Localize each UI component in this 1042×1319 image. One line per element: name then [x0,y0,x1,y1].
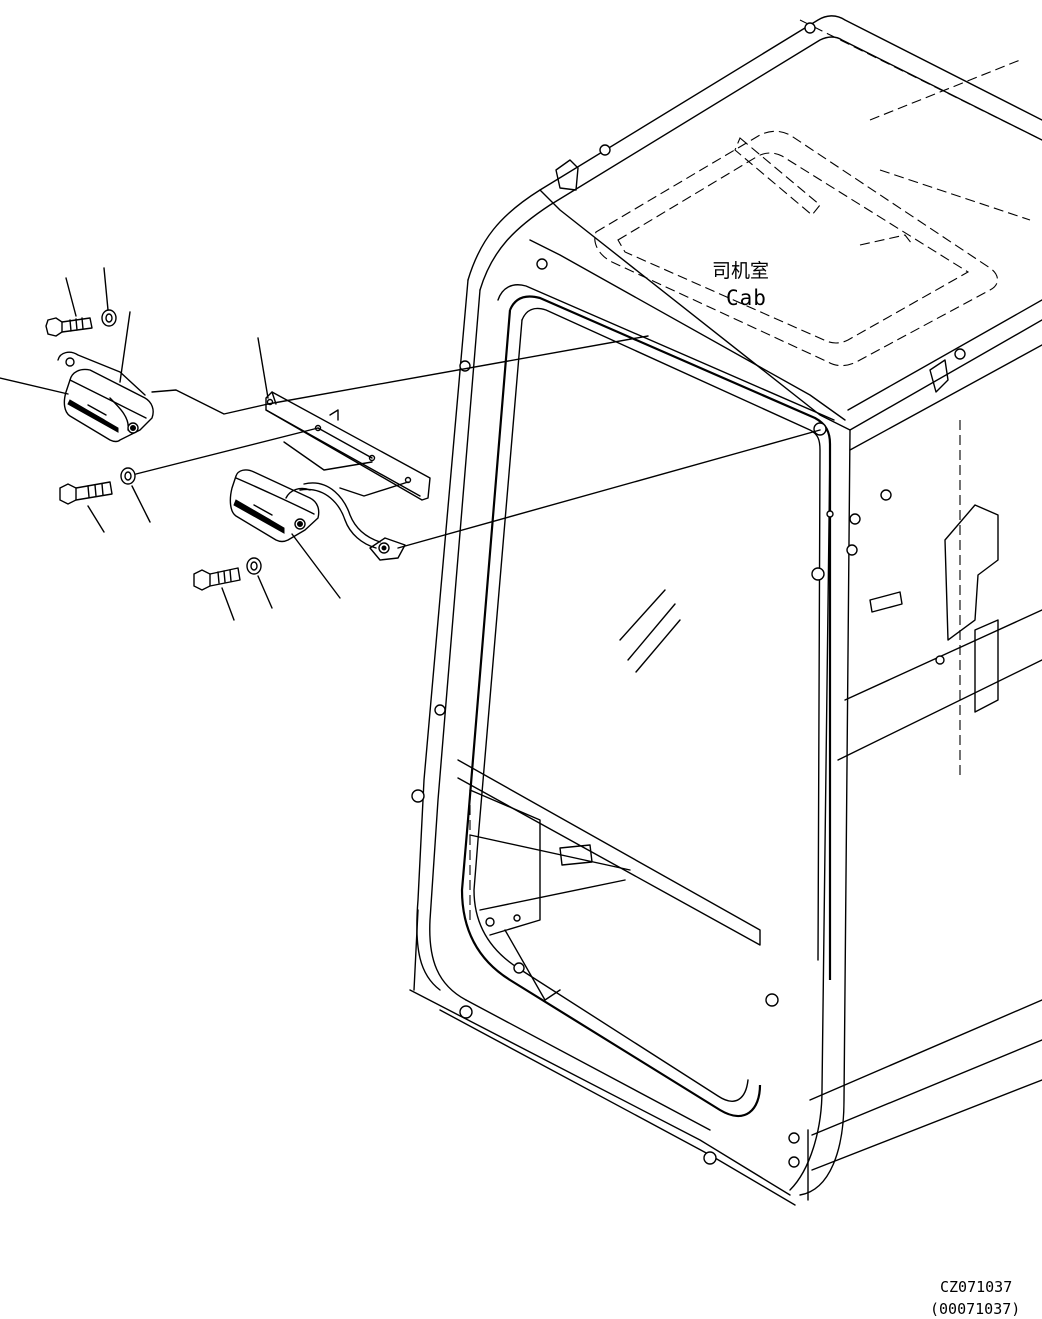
bolt-upper-left [45,317,93,337]
assembly-lines [135,335,821,549]
cab-frame [409,15,1042,1206]
frame-bolts [411,22,966,1168]
figure-code: CZ071037 [940,1278,1013,1296]
washer-upper-left [101,309,117,327]
right-work-lamp [229,469,406,561]
washer-middle-left [120,467,136,485]
bolt-lower [193,567,241,591]
leader-lines [0,267,341,621]
cab-label-chinese: 司机室 [712,260,770,282]
washer-lower [246,557,262,575]
figure-reference: (00071037) [930,1300,1021,1318]
bolt-middle-left [59,481,113,505]
left-work-lamp [57,351,154,443]
cab-label-english: Cab [726,286,767,310]
